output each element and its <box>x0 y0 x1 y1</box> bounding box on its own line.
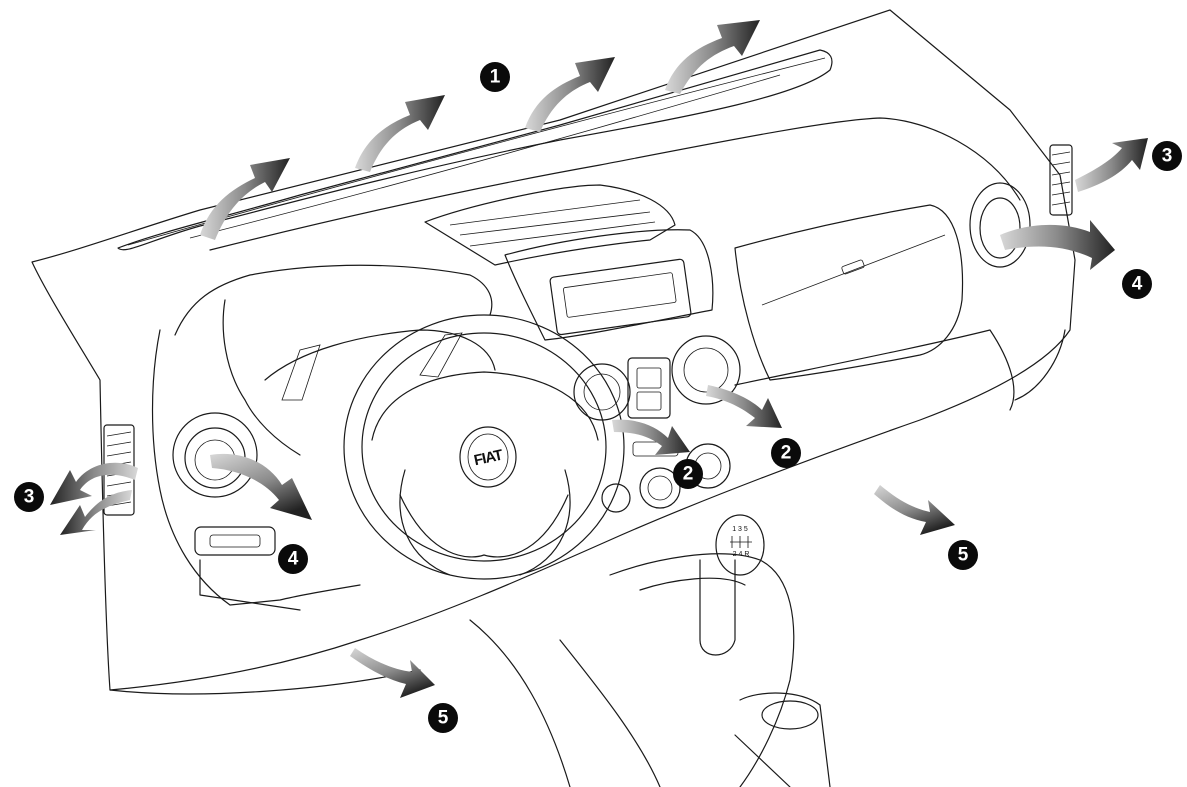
svg-text:1: 1 <box>490 67 501 88</box>
gear-pattern-bottom: 2 4 R <box>733 551 750 558</box>
airflow-arrow-right-side <box>1075 138 1148 192</box>
svg-text:3: 3 <box>24 487 35 508</box>
airflow-arrow-center-2 <box>706 385 782 428</box>
callout-badge-5-left: 5 <box>428 703 458 733</box>
airflow-arrow-defrost-1 <box>200 158 290 240</box>
callout-badge-3-left: 3 <box>14 482 44 512</box>
airflow-arrow-footwell-left <box>350 648 435 698</box>
svg-text:5: 5 <box>438 708 449 729</box>
callout-badge-4-right: 4 <box>1122 269 1152 299</box>
callout-badge-4-left: 4 <box>278 544 308 574</box>
callout-badge-5-right: 5 <box>948 540 978 570</box>
airflow-arrow-center-1 <box>612 419 690 455</box>
dashboard-outline: FIAT 1 3 5 2 4 R <box>31 9 1076 787</box>
airflow-arrow-defrost-3 <box>525 57 615 132</box>
callout-badge-1: 1 <box>480 62 510 92</box>
callout-badges: 1 2 2 3 3 4 4 5 <box>14 62 1182 733</box>
gear-lever: 1 3 5 2 4 R <box>609 514 795 787</box>
callout-badge-2-center: 2 <box>673 459 703 489</box>
svg-text:3: 3 <box>1162 146 1173 167</box>
airflow-arrow-right-vent <box>1000 220 1115 270</box>
airflow-arrow-left-side-fan <box>60 490 132 535</box>
right-side-vent-grille <box>1049 144 1073 216</box>
svg-text:4: 4 <box>1132 274 1143 295</box>
callout-badge-3-right: 3 <box>1152 141 1182 171</box>
airflow-arrow-defrost-4 <box>665 20 760 94</box>
steering-wheel: FIAT <box>343 314 625 580</box>
svg-text:2: 2 <box>683 464 694 485</box>
svg-text:5: 5 <box>958 545 969 566</box>
center-vents <box>573 335 741 421</box>
gear-pattern-top: 1 3 5 <box>732 526 748 533</box>
fiat-logo-text: FIAT <box>472 447 504 470</box>
svg-text:4: 4 <box>288 549 299 570</box>
callout-badge-2-right: 2 <box>771 438 801 468</box>
airflow-arrow-left-side <box>50 462 138 505</box>
airflow-arrow-left-vent <box>210 453 312 520</box>
airflow-arrow-defrost-2 <box>355 95 445 172</box>
right-round-vent <box>969 182 1031 268</box>
airflow-arrow-footwell-right <box>874 485 955 535</box>
airflow-arrows <box>50 20 1148 698</box>
svg-text:2: 2 <box>781 443 792 464</box>
